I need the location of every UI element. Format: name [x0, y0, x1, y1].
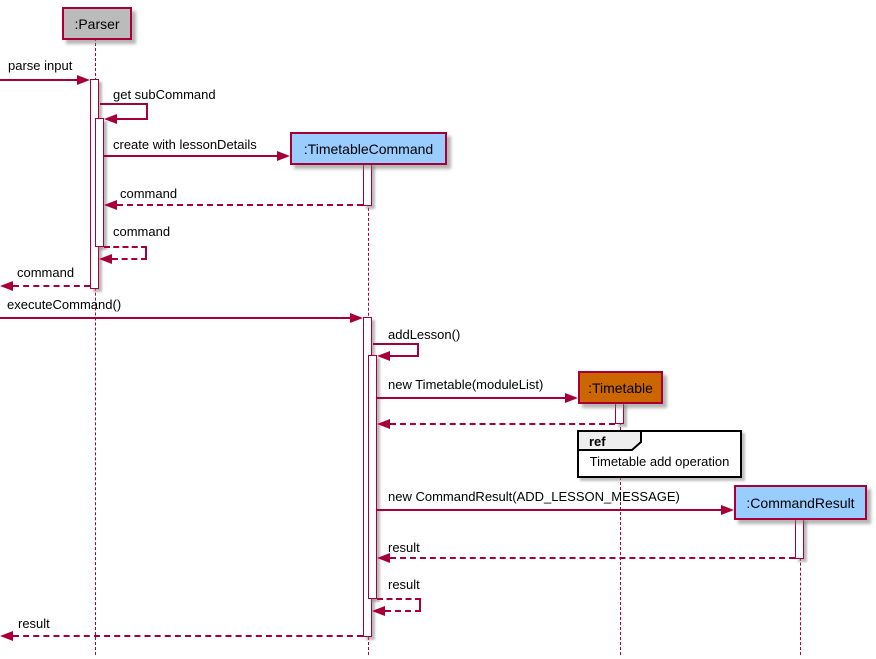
selfcall-top-get-subcommand	[100, 103, 148, 105]
arrowhead-execute-command	[350, 313, 363, 323]
message-label-command-1: command	[120, 186, 178, 201]
timetable-command-ctor-activation	[363, 163, 372, 206]
arrowhead-get-subcommand	[104, 114, 117, 124]
arrowhead-command-3	[0, 281, 13, 291]
message-line-timetable-return	[390, 423, 615, 425]
message-line-command-1	[117, 204, 363, 206]
selfcall-side-get-subcommand	[146, 103, 148, 118]
message-label-command-3: command	[17, 265, 75, 280]
participant-timetable-command-label: :TimetableCommand	[303, 140, 434, 157]
message-line-new-command-result	[377, 509, 722, 511]
timetable-activation	[615, 402, 624, 424]
ref-label: Timetable add operation	[589, 454, 730, 469]
arrowhead-result-2	[372, 606, 385, 616]
selfreturn-top-result-2	[377, 598, 421, 600]
message-label-create: create with lessonDetails	[113, 137, 257, 152]
message-line-result-1	[390, 557, 795, 559]
message-label-add-lesson: addLesson()	[388, 327, 461, 342]
timetable-command-activation-inner	[368, 355, 377, 599]
message-label-result-1: result	[388, 540, 420, 555]
message-label-result-2: result	[388, 577, 420, 592]
selfreturn-top-command-2	[104, 246, 147, 248]
message-line-execute-command	[0, 317, 351, 319]
selfreturn-bottom-command-2	[112, 258, 147, 260]
command-result-lifeline	[800, 518, 801, 655]
command-result-activation	[795, 518, 804, 559]
selfcall-bottom-add-lesson	[390, 355, 419, 357]
arrowhead-result-1	[377, 553, 390, 563]
arrowhead-result-3	[0, 631, 13, 641]
message-line-command-3	[13, 285, 90, 287]
message-line-parse-input	[0, 79, 78, 81]
ref-pentagon	[577, 430, 643, 451]
selfreturn-bottom-result-2	[385, 610, 421, 612]
selfcall-side-add-lesson	[417, 343, 419, 355]
message-label-new-command-result: new CommandResult(ADD_LESSON_MESSAGE)	[388, 489, 680, 504]
arrowhead-create	[277, 151, 290, 161]
arrowhead-timetable-return	[377, 419, 390, 429]
participant-parser: :Parser	[62, 7, 132, 40]
message-label-get-subcommand: get subCommand	[113, 87, 216, 102]
participant-timetable-command: :TimetableCommand	[290, 132, 447, 165]
message-label-result-3: result	[18, 616, 50, 631]
participant-timetable: :Timetable	[578, 371, 663, 404]
selfreturn-side-result-2	[419, 598, 421, 610]
selfcall-bottom-get-subcommand	[116, 118, 148, 120]
arrowhead-command-2	[99, 254, 112, 264]
message-label-parse-input: parse input	[8, 58, 73, 73]
selfreturn-side-command-2	[145, 246, 147, 258]
arrowhead-new-command-result	[721, 505, 734, 515]
message-line-new-timetable	[377, 397, 566, 399]
message-line-create	[104, 155, 278, 157]
selfcall-top-add-lesson	[373, 343, 419, 345]
message-label-execute-command: executeCommand()	[7, 297, 122, 312]
participant-parser-label: :Parser	[74, 15, 120, 32]
ref-keyword: ref	[589, 434, 606, 449]
arrowhead-add-lesson	[377, 351, 390, 361]
participant-command-result-label: :CommandResult	[746, 494, 855, 511]
arrowhead-parse-input	[77, 75, 90, 85]
arrowhead-new-timetable	[565, 393, 578, 403]
arrowhead-command-1	[104, 200, 117, 210]
parser-lifeline	[95, 38, 96, 655]
message-label-new-timetable: new Timetable(moduleList)	[388, 377, 544, 392]
participant-timetable-label: :Timetable	[588, 379, 653, 396]
message-label-command-2: command	[113, 224, 171, 239]
timetable-lifeline	[620, 402, 621, 655]
ref-fragment: ref Timetable add operation	[577, 430, 742, 478]
parser-activation-inner	[95, 118, 104, 247]
message-line-result-3	[13, 635, 363, 637]
participant-command-result: :CommandResult	[734, 485, 867, 520]
